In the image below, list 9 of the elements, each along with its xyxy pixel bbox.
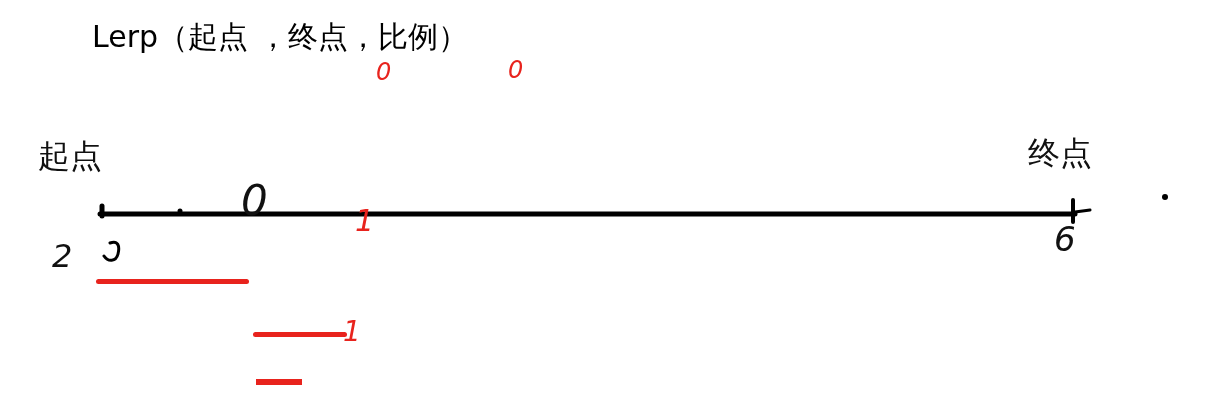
handwritten-digit: 0 xyxy=(376,60,392,84)
handwritten-digit: 1 xyxy=(343,318,361,346)
axis-label: 起点 xyxy=(38,140,102,172)
handwritten-digit: 2 xyxy=(52,240,73,272)
handwritten-digit: 6 xyxy=(1054,222,1076,256)
handwritten-digit: 0 xyxy=(508,58,524,82)
axis-label: 终点 xyxy=(1028,137,1092,169)
title: Lerp（起点 ，终点，比例） xyxy=(92,22,468,52)
handwritten-digit: 0 xyxy=(241,180,268,222)
